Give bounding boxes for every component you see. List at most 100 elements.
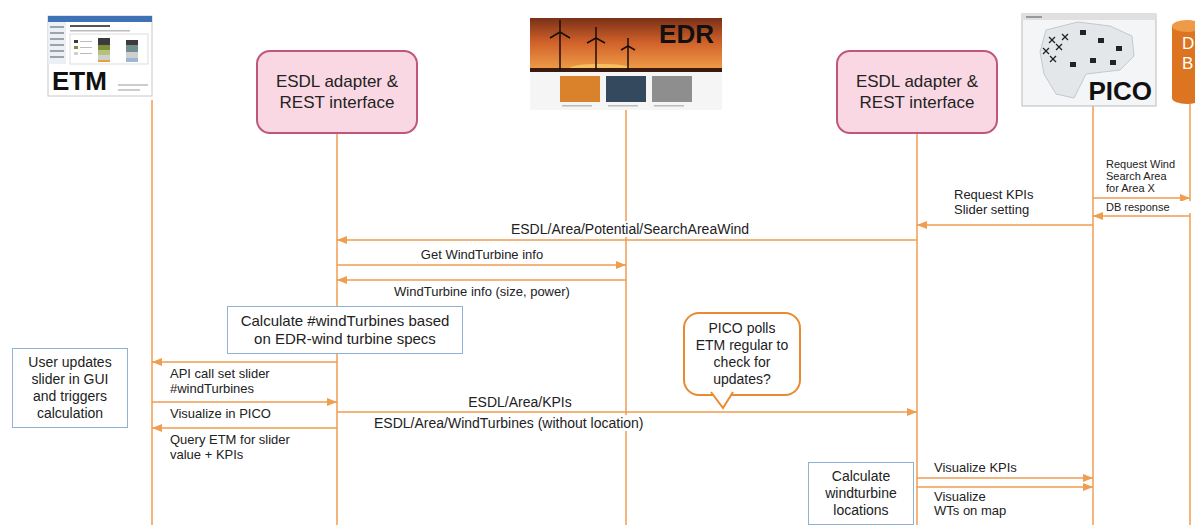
message-arrow [917,224,1093,226]
callout-tail-fill [711,392,733,408]
pico-screenshot-part-part [1050,56,1056,62]
etm-screenshot-part [80,41,92,42]
database-cylinder-shape-part [1172,92,1195,104]
etm-screenshot-part [48,22,66,64]
message-label: ESDL/Area/KPIs [466,394,574,410]
node-text: ESDL adapter & REST interface [270,71,404,113]
message-arrow [152,427,337,429]
edr-screenshot-part-part [627,46,629,70]
pico-screenshot-part-part [1049,37,1055,43]
etm-screenshot-part [74,52,78,55]
edr-screenshot-part [530,72,722,110]
etm-screenshot-part [48,16,152,96]
etm-screenshot-part [74,40,78,43]
message-label: WindTurbine info (size, power) [392,284,572,299]
etm-screenshot-part [50,32,64,34]
etm-screenshot-part [50,26,64,28]
node-text: ETM [52,67,107,95]
edr-screenshot-part [608,105,638,107]
message-label: API call set slider #windTurbines [168,366,312,396]
process-note: Calculate #windTurbines based on EDR-win… [227,306,463,354]
edr-screenshot [530,18,722,110]
etm-screenshot-part [118,84,148,86]
pico-screenshot-part-part [1056,44,1062,50]
edr-screenshot-part-part [627,38,629,46]
message-arrow [337,264,626,266]
pico-screenshot [1022,14,1156,106]
etm-screenshot-part [98,50,110,55]
pico-screenshot-part [1090,58,1096,63]
database-cylinder: D B [1176,34,1195,90]
edr-screenshot-part [606,76,646,102]
callout-tail-line [711,392,733,408]
adapter-box: ESDL adapter & REST interface [836,50,998,134]
pico-screenshot-part [1080,30,1086,35]
app-screenshot: PICO [1022,14,1156,106]
node-text: EDR [659,20,714,48]
edr-screenshot-part-part [560,32,570,38]
pico-screenshot-part [1116,46,1122,51]
message-arrow [917,486,1093,488]
edr-screenshot-part-part [559,32,561,70]
edr-screenshot-part [652,76,692,102]
pico-screenshot-part [1043,34,1068,62]
node-text: ESDL adapter & REST interface [850,71,984,113]
pico-screenshot-part [1022,14,1156,20]
lifelines-part [1092,106,1094,525]
pico-screenshot-part [1022,14,1156,106]
etm-screenshot-part [70,34,148,64]
edr-screenshot-part-part [628,46,635,50]
message-label: Request KPIs Slider setting [952,187,1056,217]
etm-screenshot-part [98,60,110,62]
adapter-box: ESDL adapter & REST interface [256,50,418,134]
message-arrow [917,477,1093,479]
etm-screenshot [48,16,152,96]
etm-screenshot-part [50,38,64,40]
node-text: User updates slider in GUI and triggers … [19,354,121,422]
pico-screenshot-part-part [1062,34,1068,40]
app-screenshot: EDR [530,18,722,110]
etm-screenshot-part [126,52,138,58]
pico-screenshot-part-part [1050,56,1056,62]
message-arrow [152,361,337,363]
pico-screenshot-part [1026,16,1042,18]
edr-screenshot-part-part [595,38,597,70]
lifelines-part [916,134,918,525]
etm-screenshot-part [126,58,138,62]
pico-screenshot-part-part [1062,34,1068,40]
edr-screenshot-part [562,105,592,107]
etm-screenshot-part [70,25,110,27]
edr-screenshot-part-part [587,38,596,43]
message-arrow [1093,215,1190,217]
etm-screenshot-part [70,30,130,32]
message-arrow [337,239,917,241]
node-text: D B [1182,34,1195,74]
etm-screenshot-part [98,45,110,50]
edr-screenshot-part [560,76,600,102]
database-cylinder-shape [1172,20,1195,104]
message-label: Visualize KPIs [932,460,1076,475]
callout-tail [709,392,739,410]
etm-screenshot-part [126,45,138,52]
edr-screenshot-part [530,68,722,72]
etm-screenshot-part [126,40,138,45]
message-label: Visualize WTs on map [932,490,1014,518]
edr-screenshot-part [654,105,684,107]
message-arrow [337,411,917,413]
message-label: Request Wind Search Area for Area X [1104,158,1184,194]
etm-screenshot-part [50,50,64,52]
node-text: Calculate windturbine locations [815,468,907,519]
message-label: ESDL/Area/Potential/SearchAreaWind [509,221,751,237]
edr-screenshot-part-part [550,32,560,38]
node-text: PICO [1088,77,1152,105]
etm-screenshot-part [50,56,64,58]
message-label: Visualize in PICO [168,406,322,421]
database-cylinder-shape-part [1172,26,1195,98]
message-arrow [1093,197,1190,199]
etm-screenshot-part [80,47,92,48]
etm-screenshot-part [118,89,140,91]
message-label: Query ETM for slider value + KPIs [168,432,302,462]
edr-screenshot-part [530,18,722,72]
